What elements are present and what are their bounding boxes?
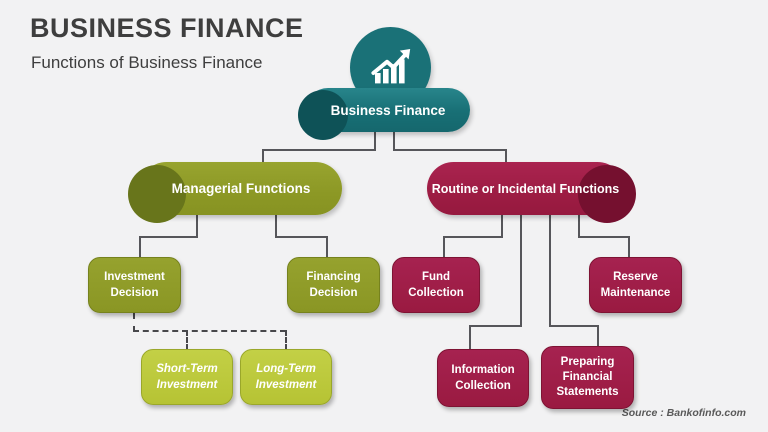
connector-line: [578, 215, 580, 238]
node-label: Routine or Incidental Functions: [431, 181, 620, 196]
connector-line: [549, 215, 551, 327]
source-credit: Source : Bankofinfo.com: [621, 407, 746, 419]
node-managerial-functions: Managerial Functions: [128, 162, 342, 223]
node-label: Fund Collection: [408, 270, 464, 299]
connector-line: [469, 325, 471, 351]
connector-line-dashed: [285, 330, 287, 350]
node-routine-incidental-functions: Routine or Incidental Functions: [427, 162, 636, 223]
connector-line-dashed: [133, 313, 135, 332]
connector-line: [196, 214, 198, 238]
connector-line: [326, 236, 328, 259]
connector-line: [628, 236, 630, 259]
page-subtitle: Functions of Business Finance: [31, 53, 263, 72]
node-preparing-financial-statements: Preparing Financial Statements: [541, 346, 634, 409]
node-label: Financing Decision: [306, 270, 361, 299]
node-business-finance: Business Finance: [298, 88, 470, 140]
connector-line: [597, 325, 599, 348]
connector-line: [275, 214, 277, 238]
connector-line: [262, 149, 376, 151]
node-label: Business Finance: [330, 102, 446, 118]
node-label: Information Collection: [451, 363, 515, 392]
node-financing-decision: Financing Decision: [287, 257, 380, 313]
connector-line: [501, 215, 503, 238]
connector-line: [520, 215, 522, 327]
node-label: Reserve Maintenance: [600, 270, 671, 299]
connector-line: [262, 149, 264, 164]
connector-line: [275, 236, 328, 238]
node-information-collection: Information Collection: [437, 349, 529, 407]
node-label: Investment Decision: [104, 270, 165, 299]
node-label: Preparing Financial Statements: [556, 356, 619, 398]
node-reserve-maintenance: Reserve Maintenance: [589, 257, 682, 313]
connector-line: [443, 236, 503, 238]
connector-line: [139, 236, 141, 259]
connector-line: [374, 132, 376, 151]
connector-line: [443, 236, 445, 259]
connector-line: [549, 325, 599, 327]
node-fund-collection: Fund Collection: [392, 257, 480, 313]
node-long-term-investment: Long-Term Investment: [240, 349, 332, 405]
connector-line: [393, 132, 395, 151]
node-short-term-investment: Short-Term Investment: [141, 349, 233, 405]
node-label: Managerial Functions: [171, 181, 311, 196]
connector-line: [469, 325, 522, 327]
connector-line: [505, 149, 507, 164]
node-label: Long-Term Investment: [255, 362, 317, 391]
connector-line: [139, 236, 198, 238]
connector-line-dashed: [186, 330, 188, 350]
connector-line: [578, 236, 630, 238]
page-title: BUSINESS FINANCE: [30, 13, 304, 43]
node-investment-decision: Investment Decision: [88, 257, 181, 313]
node-label: Short-Term Investment: [156, 362, 218, 391]
connector-line-dashed: [133, 330, 286, 332]
connector-line: [393, 149, 507, 151]
growth-bar-chart-icon: [367, 41, 415, 94]
